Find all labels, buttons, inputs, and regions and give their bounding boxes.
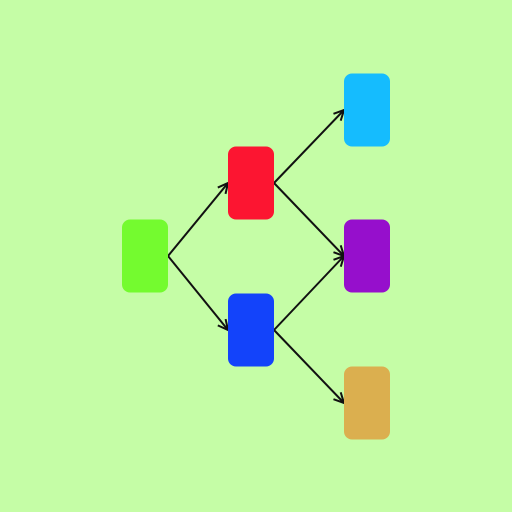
edge-red-to-cyan [273,110,344,184]
node-purple [344,219,390,293]
node-root [122,219,168,293]
node-gold [344,366,390,440]
node-layer [122,73,390,440]
edge-blue-to-gold [273,329,344,403]
edge-root-to-red [167,183,228,257]
edge-red-to-purple [273,182,344,256]
edge-root-to-blue [167,255,228,330]
edge-blue-to-purple [273,256,344,331]
node-cyan [344,73,390,147]
node-red [228,146,274,220]
node-blue [228,293,274,367]
edge-layer [167,110,344,403]
